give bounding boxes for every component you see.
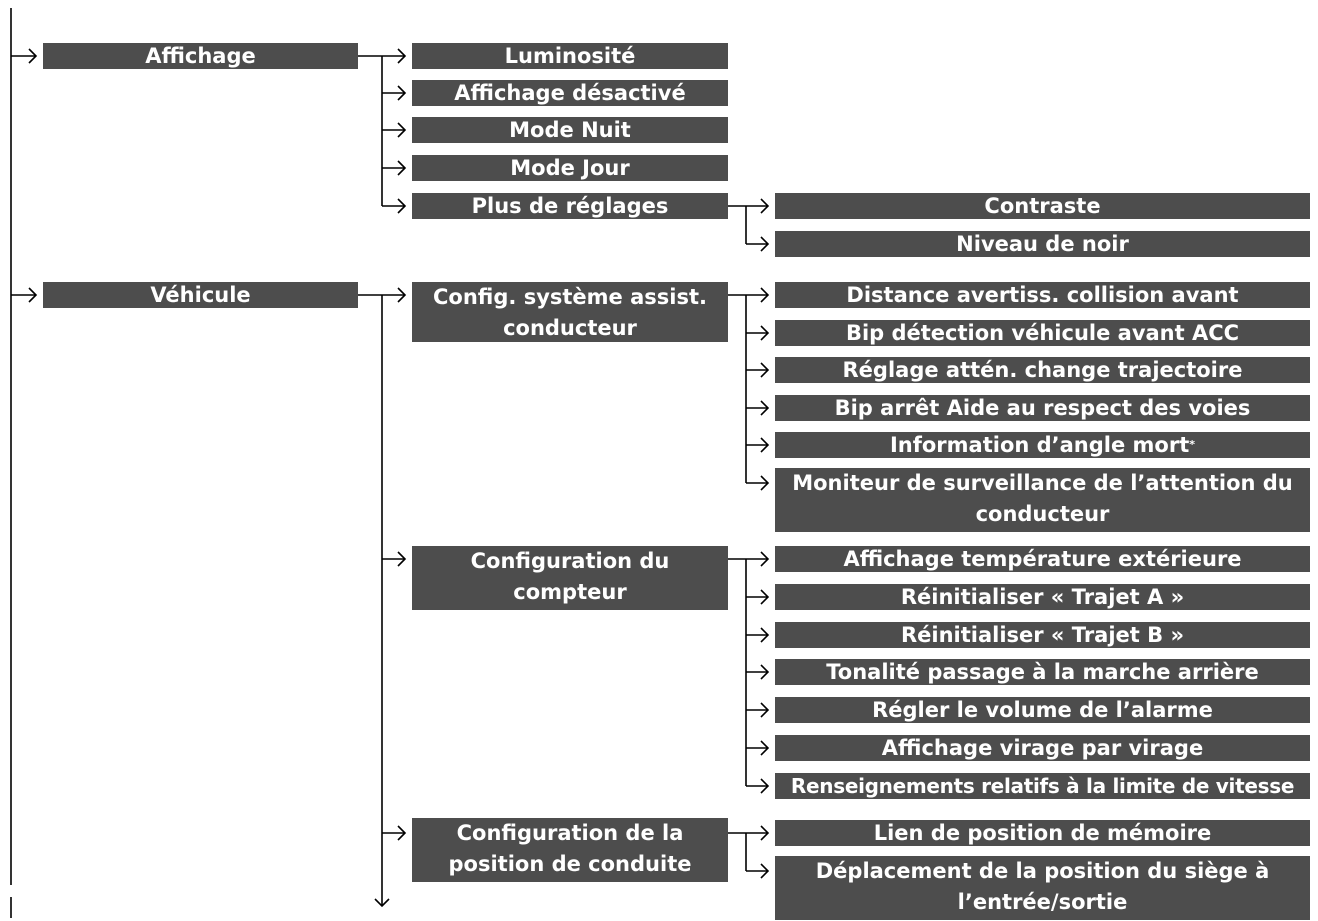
node-label: Niveau de noir xyxy=(956,232,1129,256)
node-label: Réinitialiser « Trajet A » xyxy=(900,585,1185,609)
node-label: Config. système assist. conducteur xyxy=(433,285,707,340)
node-label: Renseignements relatifs à la limite de v… xyxy=(790,774,1295,798)
node-information-angle-mort: Information d’angle mort* xyxy=(775,432,1310,458)
node-config-compteur: Configuration du compteur xyxy=(412,546,728,610)
node-affichage-temperature: Affichage température extérieure xyxy=(775,546,1310,572)
node-label: Distance avertiss. collision avant xyxy=(846,283,1239,307)
node-label: Lien de position de mémoire xyxy=(873,821,1212,845)
node-vehicule: Véhicule xyxy=(43,282,358,308)
node-bip-arret: Bip arrêt Aide au respect des voies xyxy=(775,395,1310,421)
node-luminosite: Luminosité xyxy=(412,43,728,69)
node-label: Affichage désactivé xyxy=(454,81,686,105)
node-label: Réglage attén. change trajectoire xyxy=(842,358,1243,382)
node-config-assist: Config. système assist. conducteur xyxy=(412,282,728,342)
node-label: Véhicule xyxy=(150,283,251,307)
node-tonalite-marche-arriere: Tonalité passage à la marche arrière xyxy=(775,659,1310,685)
node-label: Régler le volume de l’alarme xyxy=(872,698,1213,722)
node-label: Mode Jour xyxy=(510,156,630,180)
node-contraste: Contraste xyxy=(775,193,1310,219)
node-label: Configuration de la position de conduite xyxy=(448,821,692,876)
node-label: Moniteur de surveillance de l’attention … xyxy=(792,471,1293,526)
node-bip-detection: Bip détection véhicule avant ACC xyxy=(775,320,1310,346)
node-affichage: Affichage xyxy=(43,43,358,69)
node-reinit-trajet-a: Réinitialiser « Trajet A » xyxy=(775,584,1310,610)
node-label: Déplacement de la position du siège à l’… xyxy=(815,859,1270,914)
node-label: Affichage virage par virage xyxy=(881,736,1204,760)
node-label: Bip détection véhicule avant ACC xyxy=(845,321,1240,345)
node-deplacement-siege: Déplacement de la position du siège à l’… xyxy=(775,856,1310,920)
node-moniteur-surveillance: Moniteur de surveillance de l’attention … xyxy=(775,468,1310,532)
node-plus-de-reglages: Plus de réglages xyxy=(412,193,728,219)
node-niveau-de-noir: Niveau de noir xyxy=(775,231,1310,257)
node-label: Configuration du compteur xyxy=(470,549,670,604)
node-renseignements-limite: Renseignements relatifs à la limite de v… xyxy=(775,773,1310,799)
node-label: Affichage température extérieure xyxy=(843,547,1242,571)
node-config-position: Configuration de la position de conduite xyxy=(412,818,728,882)
node-mode-jour: Mode Jour xyxy=(412,155,728,181)
node-label: Réinitialiser « Trajet B » xyxy=(900,623,1185,647)
node-label: Information d’angle mort xyxy=(889,433,1190,457)
node-label: Bip arrêt Aide au respect des voies xyxy=(834,396,1251,420)
node-label: Tonalité passage à la marche arrière xyxy=(826,660,1259,684)
node-mode-nuit: Mode Nuit xyxy=(412,117,728,143)
node-label: Contraste xyxy=(984,194,1101,218)
node-label: Luminosité xyxy=(504,44,636,68)
node-label: Affichage xyxy=(145,44,256,68)
node-label: Plus de réglages xyxy=(471,194,669,218)
node-regler-volume-alarme: Régler le volume de l’alarme xyxy=(775,697,1310,723)
node-label: Mode Nuit xyxy=(509,118,631,142)
node-lien-position-memoire: Lien de position de mémoire xyxy=(775,820,1310,846)
node-reglage-atten: Réglage attén. change trajectoire xyxy=(775,357,1310,383)
node-affichage-virage: Affichage virage par virage xyxy=(775,735,1310,761)
node-distance-avertiss: Distance avertiss. collision avant xyxy=(775,282,1310,308)
node-reinit-trajet-b: Réinitialiser « Trajet B » xyxy=(775,622,1310,648)
node-affichage-desactive: Affichage désactivé xyxy=(412,80,728,106)
